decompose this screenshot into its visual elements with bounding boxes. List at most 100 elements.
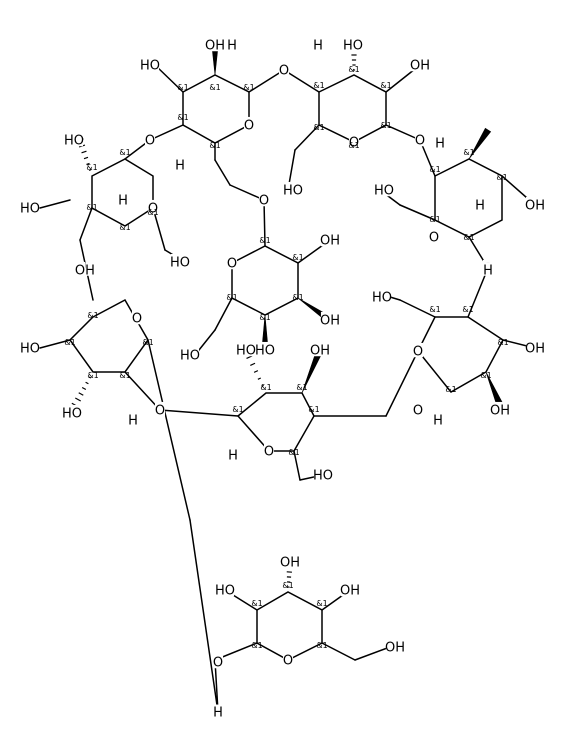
stereo-label: &1 bbox=[259, 313, 270, 322]
label-bg bbox=[320, 231, 340, 247]
label-bg bbox=[372, 288, 392, 304]
label-bg bbox=[227, 37, 237, 51]
hydrogen-label: H bbox=[483, 263, 493, 278]
stereo-label: &1 bbox=[296, 383, 307, 392]
label-bg bbox=[62, 404, 82, 420]
stereo-label: &1 bbox=[209, 83, 220, 92]
stereo-label: &1 bbox=[119, 223, 130, 232]
bond bbox=[354, 646, 391, 661]
bond bbox=[159, 409, 239, 417]
bond bbox=[399, 204, 436, 221]
label-bg bbox=[131, 309, 143, 325]
label-bg bbox=[255, 341, 275, 357]
oxygen-label: O bbox=[213, 656, 223, 671]
label-bg bbox=[175, 157, 185, 171]
stereo-label: &1 bbox=[292, 253, 303, 262]
hash-bond bbox=[250, 362, 256, 366]
stereo-label: &1 bbox=[429, 165, 440, 174]
bond bbox=[263, 199, 266, 247]
hydroxyl-label: HO bbox=[313, 469, 333, 484]
stereo-label: &1 bbox=[292, 293, 303, 302]
label-bg bbox=[278, 61, 290, 77]
label-bg bbox=[412, 342, 424, 358]
hydroxyl-label: HO bbox=[20, 202, 40, 217]
hydroxyl-label: HO bbox=[215, 584, 235, 599]
label-bg bbox=[435, 135, 445, 149]
hydrogen-label: H bbox=[313, 38, 323, 53]
hash-bond bbox=[246, 355, 253, 360]
hydroxyl-label: HO bbox=[374, 184, 394, 199]
stereo-label: &1 bbox=[142, 338, 153, 347]
hydroxyl-label: HO bbox=[62, 407, 82, 422]
label-bg bbox=[433, 412, 443, 426]
hydroxyl-label: OH bbox=[525, 199, 545, 214]
hash-bond bbox=[83, 156, 89, 160]
oxygen-label: O bbox=[415, 134, 425, 149]
hydrogen-label: H bbox=[475, 198, 485, 213]
bond bbox=[283, 69, 320, 93]
stereo-label: &1 bbox=[87, 371, 98, 380]
stereo-label: &1 bbox=[177, 83, 188, 92]
stereo-label: &1 bbox=[308, 405, 319, 414]
atom-label-layer: OHOHOHOHOHOHOHOHOHOHOHHOHOHOHOHOHOHOHOHO… bbox=[20, 36, 545, 720]
hydrogen-label: H bbox=[128, 413, 138, 428]
bond bbox=[389, 296, 401, 301]
bond bbox=[256, 591, 323, 661]
bond bbox=[231, 245, 299, 316]
hash-bond bbox=[261, 384, 264, 387]
label-bg bbox=[263, 442, 275, 458]
oxygen-label: O bbox=[148, 202, 158, 217]
label-bg bbox=[170, 253, 190, 269]
bond bbox=[79, 207, 93, 241]
stereo-label: &1 bbox=[282, 581, 293, 590]
label-bg bbox=[280, 553, 300, 569]
oxygen-label: O bbox=[145, 134, 155, 149]
label-bg bbox=[212, 653, 224, 669]
bond bbox=[214, 297, 233, 331]
stereo-label: &1 bbox=[380, 81, 391, 90]
bond-layer bbox=[39, 44, 536, 713]
bond bbox=[294, 124, 320, 151]
label-bg bbox=[483, 262, 493, 276]
hydrogen-label: H bbox=[118, 193, 128, 208]
hydroxyl-label: HO bbox=[236, 344, 256, 359]
label-bg bbox=[525, 339, 545, 355]
bond bbox=[154, 64, 184, 93]
oxygen-label: O bbox=[227, 257, 237, 272]
hash-bond bbox=[88, 169, 92, 171]
hydroxyl-label: OH bbox=[525, 342, 545, 357]
oxygen-label: O bbox=[283, 654, 293, 669]
stereo-label: &1 bbox=[251, 599, 262, 608]
label-bg bbox=[20, 199, 40, 215]
label-bg bbox=[215, 581, 235, 597]
bond bbox=[229, 184, 265, 201]
hydroxyl-label: HO bbox=[170, 256, 190, 271]
hydroxyl-label: OH bbox=[320, 234, 340, 249]
oxygen-label: O bbox=[264, 445, 274, 460]
label-bg bbox=[313, 466, 333, 482]
stereo-label: &1 bbox=[86, 163, 97, 172]
stereo-label: &1 bbox=[313, 81, 324, 90]
stereo-label: &1 bbox=[119, 371, 130, 380]
label-bg bbox=[313, 37, 323, 51]
stereo-label: &1 bbox=[480, 371, 491, 380]
stereo-label: &1 bbox=[86, 203, 97, 212]
stereo-label: &1 bbox=[87, 311, 98, 320]
stereo-label: &1 bbox=[251, 641, 262, 650]
label-bg bbox=[128, 412, 138, 426]
hydroxyl-label: HO bbox=[283, 184, 303, 199]
hash-bond bbox=[253, 370, 259, 373]
hydroxyl-label: HO bbox=[20, 342, 40, 357]
hydrogen-label: H bbox=[85, 263, 95, 278]
stereo-label: &1 bbox=[463, 148, 474, 157]
oxygen-label: O bbox=[413, 345, 423, 360]
label-bg bbox=[180, 346, 200, 362]
hash-bond bbox=[257, 377, 262, 380]
label-bg bbox=[228, 447, 238, 461]
bond bbox=[434, 158, 503, 238]
hash-bond bbox=[74, 397, 82, 402]
bond bbox=[236, 392, 315, 452]
stereo-label: &1 bbox=[226, 293, 237, 302]
hash-bond bbox=[81, 386, 87, 391]
label-bg bbox=[428, 228, 440, 244]
